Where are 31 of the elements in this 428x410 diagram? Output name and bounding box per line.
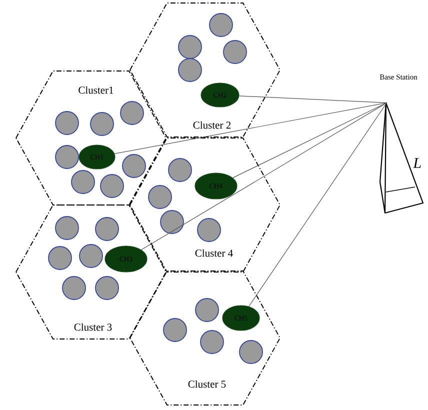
node-circle [160, 210, 184, 234]
node-circle [148, 185, 172, 209]
node-circle [62, 276, 86, 300]
node-circle [79, 244, 103, 268]
node-circle [48, 246, 72, 270]
node-circle [90, 112, 114, 136]
link-line [238, 96, 388, 104]
node-circle [120, 101, 144, 125]
node-circle [178, 58, 202, 82]
node-circle [178, 35, 202, 59]
side-label: L [413, 158, 421, 168]
antenna-tower [379, 102, 424, 214]
node-circle [195, 298, 219, 322]
node-circle [71, 170, 95, 194]
node-circle [163, 318, 187, 342]
node-circle [100, 174, 124, 198]
link-line [114, 102, 388, 154]
node-circle [122, 154, 146, 178]
node-circle [197, 218, 221, 242]
node-circle [168, 158, 192, 182]
node-circle [200, 330, 224, 354]
node-circle [55, 111, 79, 135]
link-line [232, 102, 388, 178]
node-circle [55, 216, 79, 240]
node-circle [223, 40, 247, 64]
node-circle [95, 276, 119, 300]
node-circle [95, 217, 119, 241]
node-circle [239, 340, 263, 364]
link-line [248, 102, 388, 307]
node-circle [209, 13, 233, 37]
node-circle [55, 145, 79, 169]
